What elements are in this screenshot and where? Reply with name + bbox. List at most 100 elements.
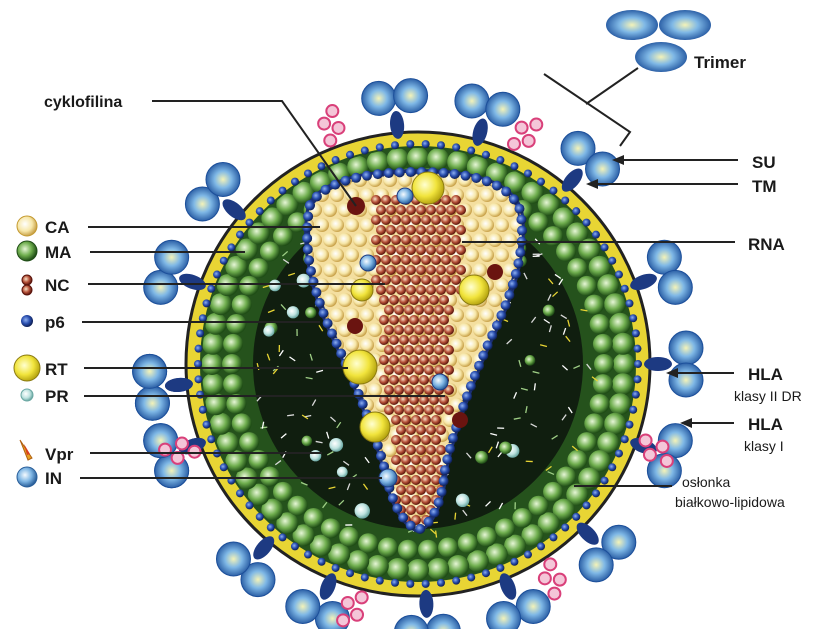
nc-bead [401,235,411,245]
ma-bead [612,373,634,395]
su-subunit [426,614,460,629]
p6-bead [236,489,244,497]
ca-bead [495,248,509,262]
nc-bead [441,195,451,205]
ma-bead [202,373,224,395]
nc-bead [414,345,424,355]
nc-bead [404,405,414,415]
nc-bead [386,205,396,215]
ca-bead [480,218,494,232]
p6-bead [398,513,408,523]
ca-bead [488,203,502,217]
nc-bead [434,365,444,375]
nc-bead [414,305,424,315]
nc-bead [401,475,411,485]
nc-bead [391,255,401,265]
rna-label: RNA [748,235,785,254]
nc-bead [424,345,434,355]
p6-bead [452,143,460,151]
nc-bead [426,225,436,235]
legend-label-in: IN [45,469,62,488]
nc-bead [396,445,406,455]
nc-bead [416,465,426,475]
debris-mark [534,383,535,390]
p6-bead [496,310,506,320]
legend-label-nc: NC [45,276,70,295]
ca-bead [465,338,479,352]
p6-bead [220,257,228,265]
nc-bead [416,425,426,435]
su-subunit [216,542,250,576]
p6-bead [406,580,414,588]
ca-bead [488,233,502,247]
nc-bead [404,305,414,315]
ma-bead [347,550,369,572]
nc-bead [451,275,461,285]
p6-bead [508,280,518,290]
nc-bead [416,505,426,515]
su-label: SU [752,153,776,172]
ca-bead [360,308,374,322]
nc-bead [406,265,416,275]
nc-bead [391,435,401,445]
p6-bead [492,181,502,191]
nc-bead [456,205,466,215]
nc-bead [431,455,441,465]
nc-bead [406,245,416,255]
p6-bead [496,564,504,572]
p6-bead [351,173,361,183]
legend-label-ma: MA [45,243,71,262]
nc-bead [409,335,419,345]
nc-bead [421,275,431,285]
p6-bead [376,577,384,585]
ma-bead [210,413,232,435]
ca-bead [465,218,479,232]
nc-bead [391,415,401,425]
nc-bead [421,235,431,245]
ma-bead [590,394,610,414]
nc-bead [436,425,446,435]
nc-bead [384,365,394,375]
nc-bead [379,355,389,365]
p6-bead [514,204,524,214]
hla-bead [324,135,336,147]
nc-bead [431,275,441,285]
hla-bead [544,558,556,570]
p6-bead [424,517,434,527]
ma-bead [288,496,308,516]
nc-bead [409,315,419,325]
ma-bead [584,295,604,315]
nc-bead [411,495,421,505]
su-subunit [133,354,167,388]
p6-bead [395,167,405,177]
p6-icon [21,315,33,327]
p6-bead [422,580,430,588]
p6-bead [629,314,637,322]
nc-bead [414,325,424,335]
p6-bead [458,402,468,412]
ma-bead [367,555,389,577]
nc-bead [394,385,404,395]
p6-bead [524,551,532,559]
interior-particle [302,436,313,447]
p6-bead [279,533,287,541]
trimer-bracket-stem [586,68,638,104]
hla-i-sublabel: klasy I [744,438,784,454]
p6-bead [341,176,351,186]
nc-bead [421,435,431,445]
su-subunit [144,270,178,304]
nc-bead [384,385,394,395]
rt-icon [14,355,40,381]
p6-bead [561,197,569,205]
ma-bead [438,538,458,558]
hla-bead [554,574,566,586]
cyclophilin-molecule [452,412,468,428]
p6-bead [207,435,215,443]
cyclophilin-molecule [347,318,363,334]
p6-bead [442,454,452,464]
nc-bead [396,285,406,295]
nc-bead [406,505,416,515]
nc-bead [424,305,434,315]
interior-particle [297,274,311,288]
